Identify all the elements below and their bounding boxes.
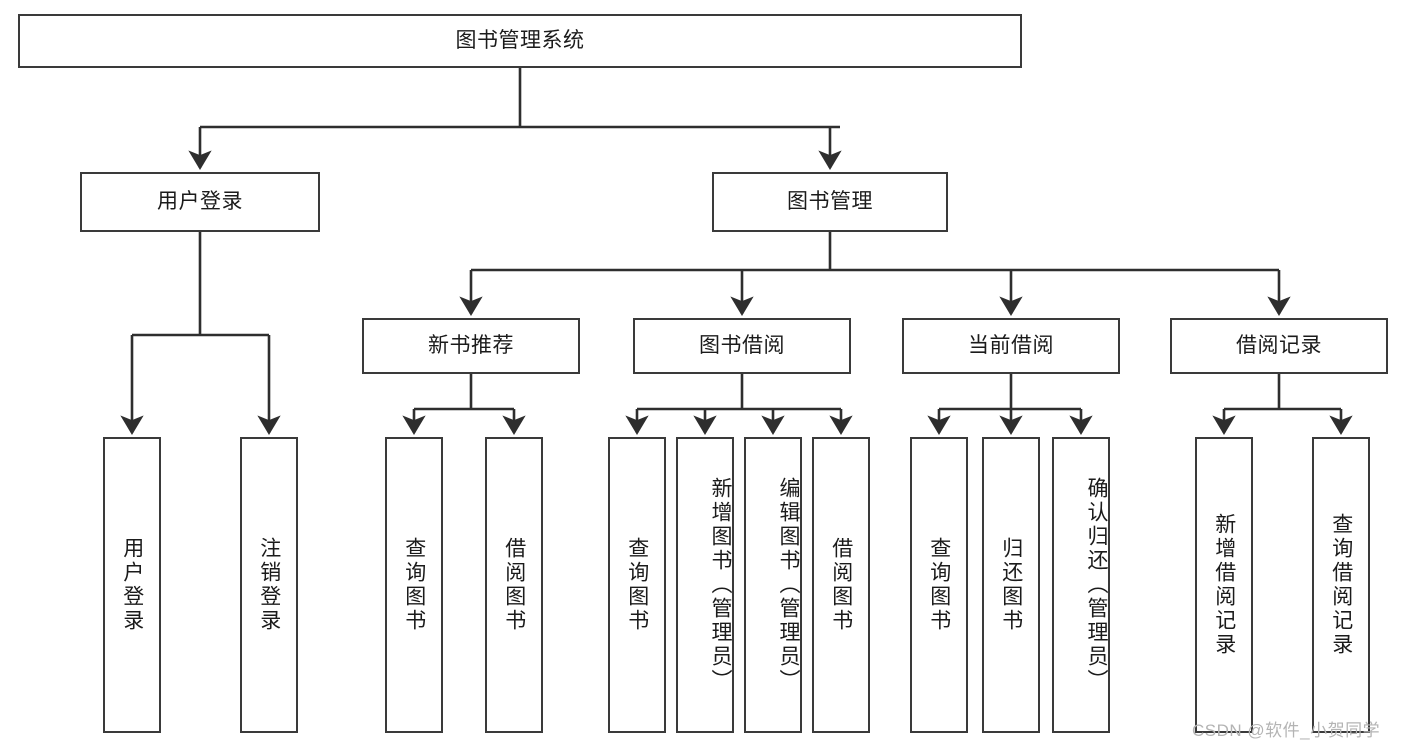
- node-leaf-add-record[interactable]: 新增借阅记录: [1195, 437, 1253, 733]
- node-leaf-query-record[interactable]: 查询借阅记录: [1312, 437, 1370, 733]
- node-leaf-confirm-return[interactable]: 确认归还（管理员）: [1052, 437, 1110, 733]
- node-leaf-query-book-borrow-label: 查询图书: [625, 537, 649, 633]
- csdn-watermark: CSDN @软件_小贺同学: [1192, 716, 1380, 741]
- node-leaf-query-book-current[interactable]: 查询图书: [910, 437, 968, 733]
- node-current-borrow-label: 当前借阅: [968, 334, 1054, 358]
- node-borrow-records-label: 借阅记录: [1236, 334, 1322, 358]
- node-borrow-records[interactable]: 借阅记录: [1170, 318, 1388, 374]
- node-leaf-logout-label: 注销登录: [257, 537, 281, 633]
- node-leaf-query-book-current-label: 查询图书: [927, 537, 951, 633]
- node-book-borrow[interactable]: 图书借阅: [633, 318, 851, 374]
- node-book-management[interactable]: 图书管理: [712, 172, 948, 232]
- node-leaf-edit-book-label: 编辑图书（管理员）: [777, 477, 800, 693]
- node-user-login[interactable]: 用户登录: [80, 172, 320, 232]
- node-leaf-add-book[interactable]: 新增图书（管理员）: [676, 437, 734, 733]
- node-current-borrow[interactable]: 当前借阅: [902, 318, 1120, 374]
- node-leaf-confirm-return-label: 确认归还（管理员）: [1085, 477, 1108, 693]
- node-root-label: 图书管理系统: [455, 29, 585, 53]
- node-new-book-recommend[interactable]: 新书推荐: [362, 318, 580, 374]
- node-leaf-return-book[interactable]: 归还图书: [982, 437, 1040, 733]
- node-new-book-recommend-label: 新书推荐: [428, 334, 514, 358]
- node-user-login-label: 用户登录: [157, 190, 243, 214]
- node-leaf-borrow-book-label: 借阅图书: [829, 537, 853, 633]
- node-book-management-label: 图书管理: [787, 190, 873, 214]
- csdn-watermark-text: CSDN @软件_小贺同学: [1192, 721, 1381, 740]
- node-root[interactable]: 图书管理系统: [18, 14, 1022, 68]
- node-leaf-add-record-label: 新增借阅记录: [1212, 513, 1236, 657]
- node-leaf-user-login[interactable]: 用户登录: [103, 437, 161, 733]
- node-leaf-user-login-label: 用户登录: [120, 537, 144, 633]
- node-leaf-query-book-borrow[interactable]: 查询图书: [608, 437, 666, 733]
- node-leaf-edit-book[interactable]: 编辑图书（管理员）: [744, 437, 802, 733]
- node-book-borrow-label: 图书借阅: [699, 334, 785, 358]
- node-leaf-borrow-book-rec[interactable]: 借阅图书: [485, 437, 543, 733]
- node-leaf-query-book-rec[interactable]: 查询图书: [385, 437, 443, 733]
- node-leaf-logout[interactable]: 注销登录: [240, 437, 298, 733]
- node-leaf-query-book-rec-label: 查询图书: [402, 537, 426, 633]
- node-leaf-return-book-label: 归还图书: [999, 537, 1023, 633]
- node-leaf-add-book-label: 新增图书（管理员）: [709, 477, 732, 693]
- node-leaf-query-record-label: 查询借阅记录: [1329, 513, 1353, 657]
- node-leaf-borrow-book-rec-label: 借阅图书: [502, 537, 526, 633]
- node-leaf-borrow-book[interactable]: 借阅图书: [812, 437, 870, 733]
